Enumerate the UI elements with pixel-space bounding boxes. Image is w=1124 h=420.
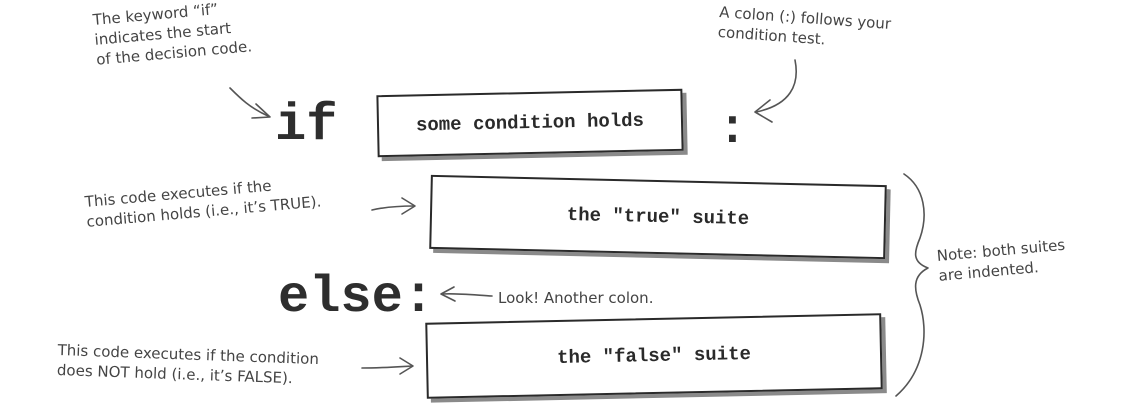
indent-brace <box>895 173 929 397</box>
keyword-arrow <box>229 87 271 119</box>
if-keyword: if <box>275 96 338 155</box>
condition-colon: : <box>718 103 747 157</box>
another-colon-arrow <box>440 286 493 302</box>
else-keyword: else: <box>278 268 435 327</box>
colon-arrow <box>754 59 797 123</box>
false-suite-arrow <box>361 357 414 375</box>
another-colon-annotation: Look! Another colon. <box>498 289 654 307</box>
true-suite-arrow <box>371 197 416 215</box>
